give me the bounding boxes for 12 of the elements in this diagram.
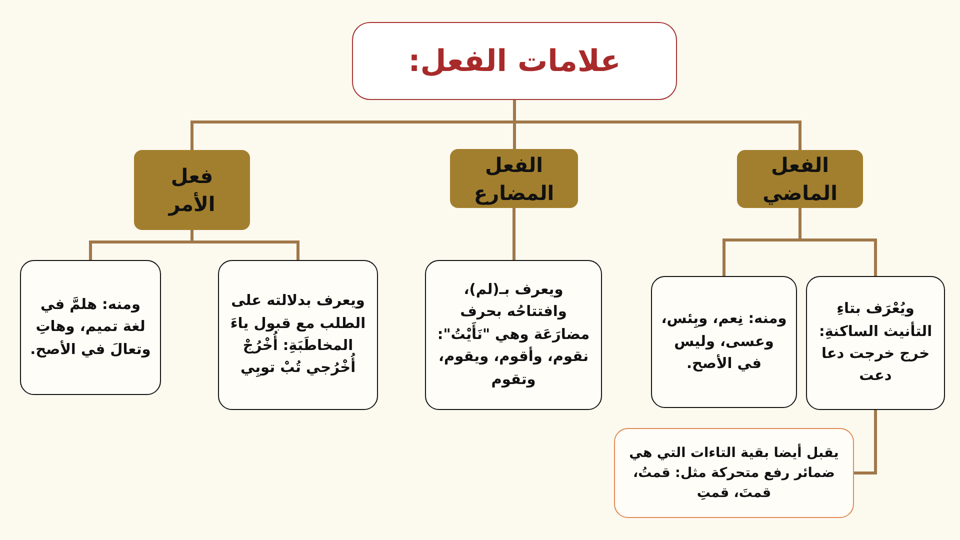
connector-line (854, 410, 877, 474)
connector-line (190, 100, 516, 150)
category-box: فعل الأمر (134, 150, 250, 230)
note-box: يقبل أيضا بقية التاءات التي هي ضمائر رفع متحركة مثل: قمتُ، قمتَ، قمتِ (614, 428, 854, 518)
example-box: ومنه: نِعم، وبِئس، وعسى، وليس في الأصح. (651, 276, 797, 408)
connector-line (89, 230, 194, 260)
title-box: علامات الفعل: (352, 22, 677, 100)
example-box: ومنه: هلمَّ في لغة تميم، وهاتِ وتعالَ في الأصح. (20, 260, 161, 395)
category-box: الفعل الماضي (737, 150, 863, 208)
category-box: الفعل المضارع (450, 149, 578, 208)
connector-line (722, 208, 802, 276)
connector-line (512, 208, 516, 260)
